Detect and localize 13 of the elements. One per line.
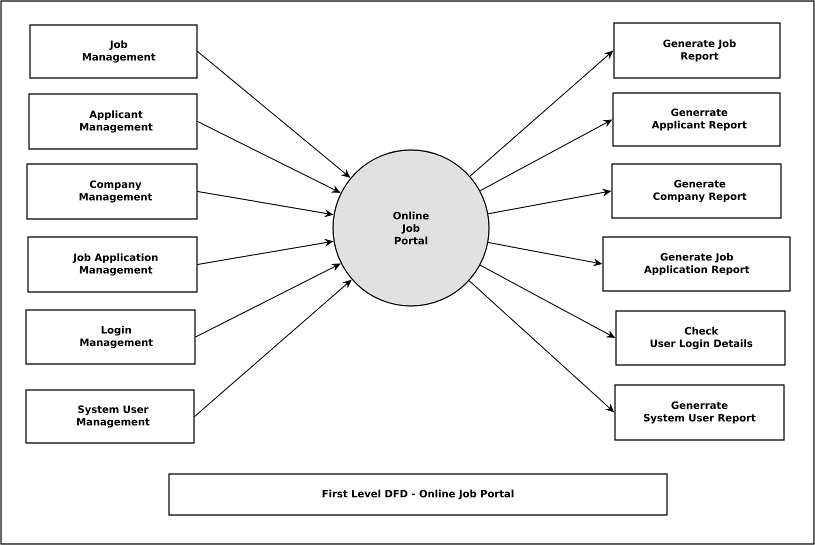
entity-box: Generrate Applicant Report [612, 92, 781, 147]
entity-box: Generrate System User Report [614, 384, 785, 441]
entity-box: Job Application Management [27, 236, 198, 293]
entity-box: Job Management [29, 24, 198, 79]
entity-box: Generate Job Report [613, 22, 781, 79]
entity-box: Generate Job Application Report [602, 236, 791, 292]
entity-box: Company Management [26, 163, 198, 220]
entity-box: Applicant Management [28, 93, 198, 150]
title-box: First Level DFD - Online Job Portal [168, 473, 668, 516]
entity-box: Generate Company Report [611, 163, 782, 219]
entity-box: Check User Login Details [615, 310, 786, 366]
entity-box: Login Management [25, 309, 196, 365]
entity-box: System User Management [25, 389, 195, 444]
